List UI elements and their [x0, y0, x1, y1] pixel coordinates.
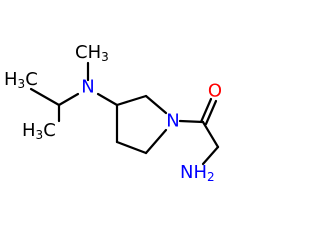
bond-layer [29, 61, 220, 166]
bond-n-isopropyl-ch [57, 92, 80, 107]
bond-ring-c2-n1 [144, 94, 168, 115]
h3c-bottom-c: C [43, 120, 56, 141]
bond-ring-c3-c2 [115, 94, 148, 107]
atom-label-layer: N N O NH2 CH3 H3C H3C [4, 42, 222, 185]
atom-h3c-bottom: H3C [22, 120, 56, 143]
atom-n-ring: N [166, 111, 179, 132]
bond-ch2-nh2 [201, 145, 220, 166]
nh2-subscript: 2 [207, 170, 215, 184]
bond-n-ring-c3 [96, 92, 119, 107]
h3c-bottom-h: H [22, 120, 36, 141]
bond-carbonyl-ch2 [201, 120, 220, 149]
bond-ring-c5-c4 [115, 140, 148, 155]
atom-n-amine: N [81, 77, 94, 98]
bond-n1-carbonyl-c [178, 119, 205, 124]
atom-o-carbonyl: O [208, 81, 222, 102]
bond-ring-n1-c5 [144, 128, 168, 155]
nh2-main-text: NH [180, 162, 207, 183]
ch3-top-main-text: CH [75, 42, 101, 63]
h3c-left-subscript: 3 [18, 77, 26, 91]
h3c-bottom-subscript: 3 [36, 128, 44, 142]
bond-carbonyl-double-a [199, 97, 213, 124]
h3c-left-h: H [4, 69, 18, 90]
bond-isopropyl-methyl-upper [29, 87, 61, 107]
atom-nh2: NH2 [180, 162, 215, 185]
bond-carbonyl-double-b [204, 99, 218, 126]
atom-h3c-left: H3C [4, 69, 38, 92]
atom-ch3-top: CH3 [75, 42, 109, 65]
molecule-structure-canvas: N N O NH2 CH3 H3C H3C [4, 41, 223, 185]
molecule-structure-diagram: N N O NH2 CH3 H3C H3C [4, 42, 222, 185]
h3c-left-c: C [25, 69, 38, 90]
ch3-top-subscript: 3 [101, 50, 109, 64]
